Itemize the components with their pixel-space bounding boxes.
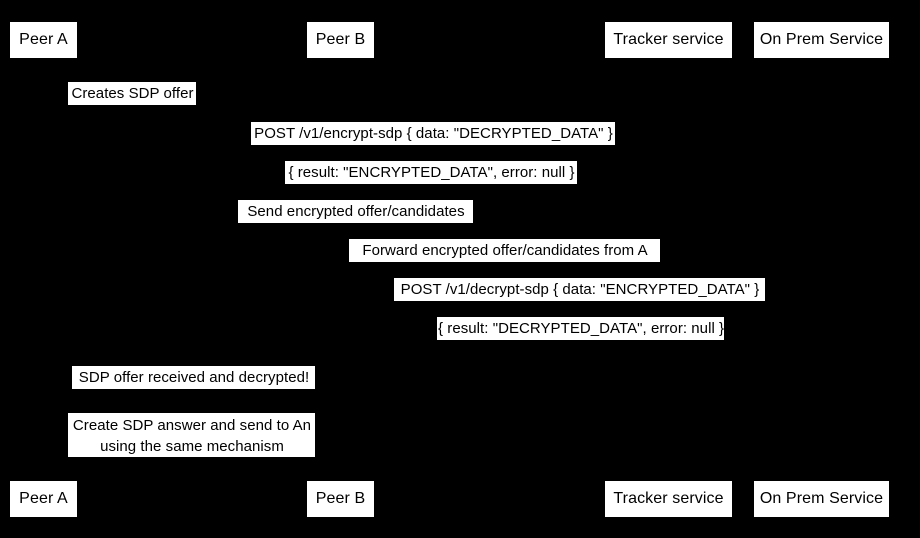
lifeline-peer-a xyxy=(43,58,44,481)
lifeline-peer-b xyxy=(340,58,341,481)
arrow-sdp-offer-received xyxy=(43,393,103,394)
arrow-creates-sdp-offer xyxy=(43,110,103,111)
message-label-send-encrypted-offer: Send encrypted offer/candidates xyxy=(238,200,473,223)
message-label-forward-encrypted-offer: Forward encrypted offer/candidates from … xyxy=(349,239,660,262)
participant-label-peer-a-top: Peer A xyxy=(19,31,68,48)
message-label-creates-sdp-offer: Creates SDP offer xyxy=(68,82,196,105)
message-label-create-sdp-answer: Create SDP answer and send to An using t… xyxy=(68,413,315,457)
arrow-decrypt-sdp-result xyxy=(340,344,821,345)
participant-label-peer-b-bottom: Peer B xyxy=(315,490,366,507)
arrow-post-decrypt-sdp xyxy=(340,305,821,306)
message-label-create-sdp-answer-line1: Create SDP answer and send to An xyxy=(72,417,312,434)
participant-box-tracker-service-top[interactable]: Tracker service xyxy=(605,22,732,58)
participant-label-peer-b-top: Peer B xyxy=(315,31,366,48)
participant-box-peer-b-bottom[interactable]: Peer B xyxy=(307,481,374,517)
participant-box-peer-a-bottom[interactable]: Peer A xyxy=(10,481,77,517)
message-label-post-decrypt-sdp: POST /v1/decrypt-sdp { data: "ENCRYPTED_… xyxy=(394,278,765,301)
participant-label-on-prem-service-bottom: On Prem Service xyxy=(759,490,884,507)
arrow-post-encrypt-sdp xyxy=(43,149,821,150)
participant-box-on-prem-service-top[interactable]: On Prem Service xyxy=(754,22,889,58)
participant-label-peer-a-bottom: Peer A xyxy=(19,490,68,507)
participant-box-peer-b-top[interactable]: Peer B xyxy=(307,22,374,58)
participant-box-on-prem-service-bottom[interactable]: On Prem Service xyxy=(754,481,889,517)
lifeline-tracker-service xyxy=(668,58,669,481)
participant-box-peer-a-top[interactable]: Peer A xyxy=(10,22,77,58)
message-label-encrypt-sdp-result: { result: "ENCRYPTED_DATA", error: null … xyxy=(285,161,577,184)
participant-box-tracker-service-bottom[interactable]: Tracker service xyxy=(605,481,732,517)
message-label-create-sdp-answer-line2: using the same mechanism xyxy=(100,438,284,455)
participant-label-on-prem-service-top: On Prem Service xyxy=(759,31,884,48)
arrow-send-encrypted-offer xyxy=(43,227,668,228)
message-label-sdp-offer-received: SDP offer received and decrypted! xyxy=(72,366,315,389)
message-label-decrypt-sdp-result: { result: "DECRYPTED_DATA", error: null … xyxy=(437,317,724,340)
arrow-forward-encrypted-offer xyxy=(340,266,668,267)
arrow-encrypt-sdp-result xyxy=(43,188,821,189)
participant-label-tracker-service-top: Tracker service xyxy=(613,31,724,48)
participant-label-tracker-service-bottom: Tracker service xyxy=(613,490,724,507)
lifeline-on-prem-service xyxy=(821,58,822,481)
message-label-post-encrypt-sdp: POST /v1/encrypt-sdp { data: "DECRYPTED_… xyxy=(251,122,615,145)
